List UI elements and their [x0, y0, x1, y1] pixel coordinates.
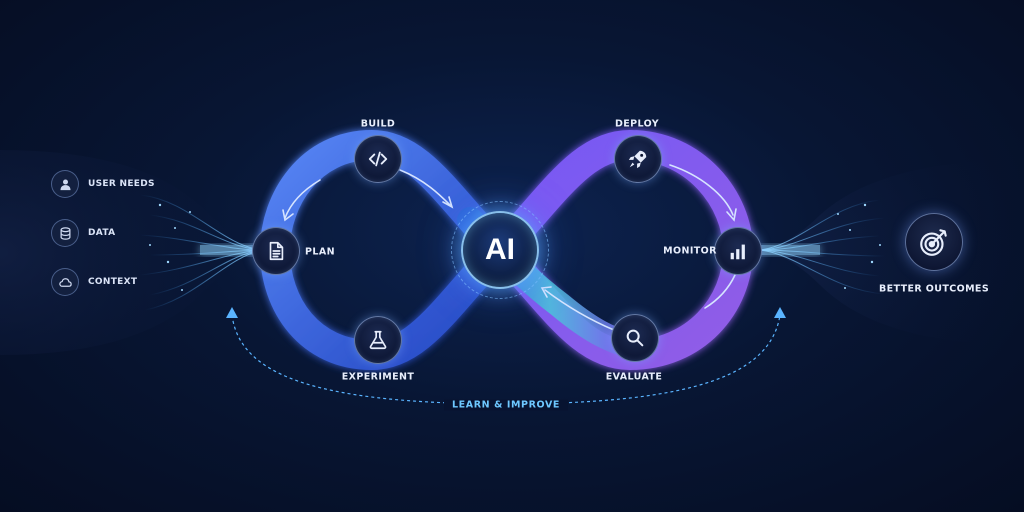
experiment-label: EXPERIMENT [341, 371, 415, 383]
input-label: USER NEEDS [88, 179, 155, 189]
document-icon [269, 241, 284, 261]
input-user-needs: USER NEEDS [51, 170, 155, 198]
flow-arrows [282, 164, 737, 331]
build-label: BUILD [360, 118, 396, 130]
database-icon [51, 219, 79, 247]
output-data-streams [759, 199, 886, 295]
output-panel-bg [760, 160, 1024, 345]
input-panel-bg [0, 150, 270, 355]
target-icon [920, 229, 947, 256]
plan-label: PLAN [305, 246, 335, 258]
monitor-node[interactable] [714, 227, 762, 275]
ai-core: AI [461, 211, 539, 289]
user-icon [51, 170, 79, 198]
stream-particles [149, 203, 881, 291]
ai-core-label: AI [485, 233, 515, 266]
feedback-arrow-left-icon [226, 307, 238, 318]
ai-core-ring [451, 201, 549, 299]
cloud-icon [51, 268, 79, 296]
input-label: DATA [88, 228, 116, 238]
evaluate-label: EVALUATE [605, 371, 663, 383]
build-node[interactable] [354, 135, 402, 183]
bar-chart-icon [730, 244, 745, 260]
better-outcomes-node [905, 213, 963, 271]
code-icon [368, 151, 388, 167]
input-data-streams [139, 194, 263, 311]
deploy-node[interactable] [614, 135, 662, 183]
input-context: CONTEXT [51, 268, 137, 296]
input-label: CONTEXT [88, 277, 138, 287]
learn-improve-label: LEARN & IMPROVE [444, 399, 568, 411]
feedback-arrow-right-icon [774, 307, 786, 318]
input-data: DATA [51, 219, 115, 247]
flask-icon [369, 330, 387, 350]
magnifier-icon [626, 329, 644, 347]
evaluate-node[interactable] [611, 314, 659, 362]
plan-node[interactable] [252, 227, 300, 275]
experiment-node[interactable] [354, 316, 402, 364]
rocket-icon [628, 150, 647, 169]
deploy-label: DEPLOY [614, 118, 660, 130]
better-outcomes-label: BETTER OUTCOMES [878, 283, 990, 295]
monitor-label: MONITOR [663, 245, 717, 257]
